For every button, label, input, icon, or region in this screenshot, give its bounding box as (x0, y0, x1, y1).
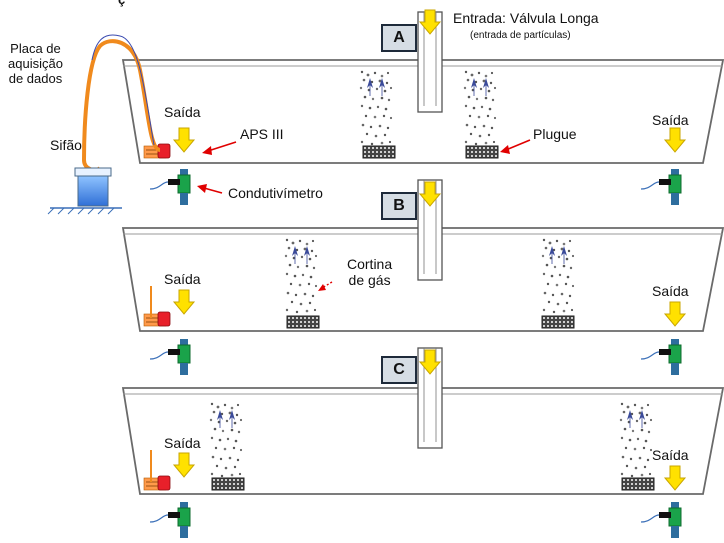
plug-c1 (211, 477, 245, 491)
plug-label: Plugue (533, 126, 577, 142)
blue-wire (91, 34, 155, 146)
panel-label-a: A (381, 24, 417, 52)
conductivity-meter-label: Condutivímetro (228, 185, 323, 201)
aps-label: APS III (240, 126, 284, 142)
inlet-subtitle: (entrada de partículas) (470, 30, 571, 41)
conductivity-meter-c-right (640, 501, 682, 539)
siphon-label: Sifão (50, 137, 82, 153)
panel-b (121, 179, 724, 376)
plug-b2 (541, 315, 575, 329)
plug-c2 (621, 477, 655, 491)
panel-label-c: C (381, 356, 417, 384)
panel-c (121, 347, 724, 539)
outlet-label-b-left: Saída (164, 271, 201, 287)
aps-probe-b (143, 311, 171, 327)
outlet-label-c-left: Saída (164, 435, 201, 451)
outlet-label-a-right: Saída (652, 112, 689, 128)
heading-fragment: ç (118, 0, 125, 8)
panel-a (121, 9, 724, 206)
plug-b1 (286, 315, 320, 329)
conductivity-meter-a-left (149, 168, 191, 206)
gas-curtain-label: Cortina de gás (347, 256, 393, 289)
aps-probe-c (143, 475, 171, 491)
plug-a2 (465, 145, 499, 159)
conductivity-meter-b-right (640, 338, 682, 376)
conductivity-meter-b-left (149, 338, 191, 376)
outlet-label-b-right: Saída (652, 283, 689, 299)
panel-label-b: B (381, 192, 417, 220)
pointer-arrows-a (197, 139, 531, 194)
plug-a1 (362, 145, 396, 159)
outlet-label-c-right: Saída (652, 447, 689, 463)
outlet-label-a-left: Saída (164, 104, 201, 120)
conductivity-meter-c-left (149, 501, 191, 539)
inlet-title: Entrada: Válvula Longa (453, 10, 599, 26)
beaker (47, 167, 122, 215)
data-acquisition-label: Placa de aquisição de dados (8, 41, 63, 86)
conductivity-meter-a-right (640, 168, 682, 206)
orange-cable (81, 39, 161, 172)
